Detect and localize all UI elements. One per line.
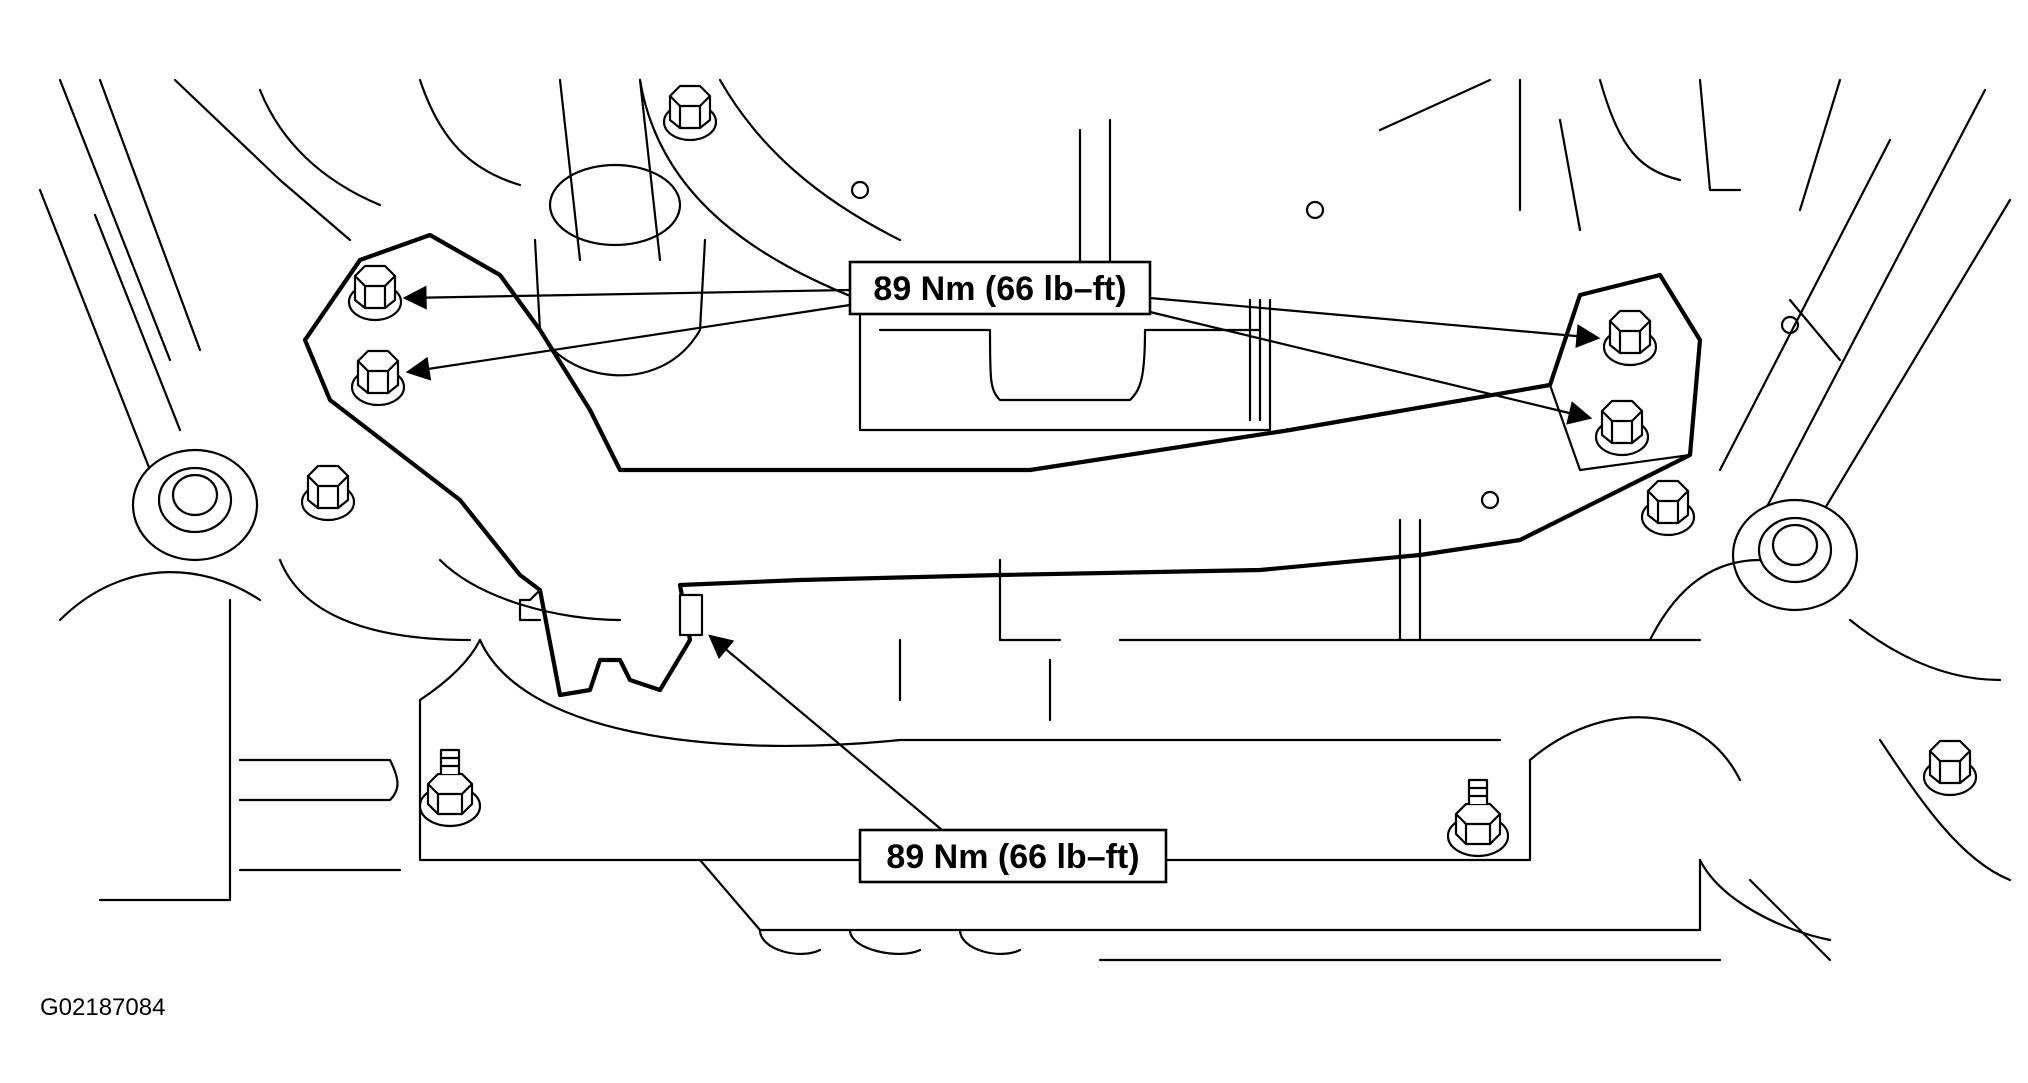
- bolt-upper-right-1: [1602, 309, 1658, 367]
- bolt-far-right: [1922, 739, 1978, 797]
- bolt-upper-left-top: [662, 84, 718, 142]
- bolt-upper-left-2: [350, 349, 406, 407]
- stud-nut-left: [418, 748, 482, 828]
- upper-torque-callout: 89 Nm (66 lb–ft): [848, 260, 1152, 316]
- transmission-crossmember: [302, 232, 1703, 698]
- bolt-upper-left-1: [347, 264, 403, 322]
- upper-torque-label: 89 Nm (66 lb–ft): [873, 270, 1126, 308]
- crossmember-bolt-head: [678, 593, 704, 637]
- bolt-left-frame: [300, 464, 356, 522]
- lower-torque-label: 89 Nm (66 lb–ft): [886, 838, 1139, 876]
- stud-nut-right: [1446, 778, 1510, 858]
- upper-callout-leaders: [402, 285, 1601, 425]
- background-outline: [38, 78, 2012, 962]
- bolt-right-frame: [1640, 479, 1696, 537]
- lower-callout-leader: [708, 634, 961, 846]
- figure-id: G02187084: [40, 994, 165, 1021]
- bolt-upper-right-2: [1594, 399, 1650, 457]
- lower-torque-callout: 89 Nm (66 lb–ft): [858, 828, 1168, 884]
